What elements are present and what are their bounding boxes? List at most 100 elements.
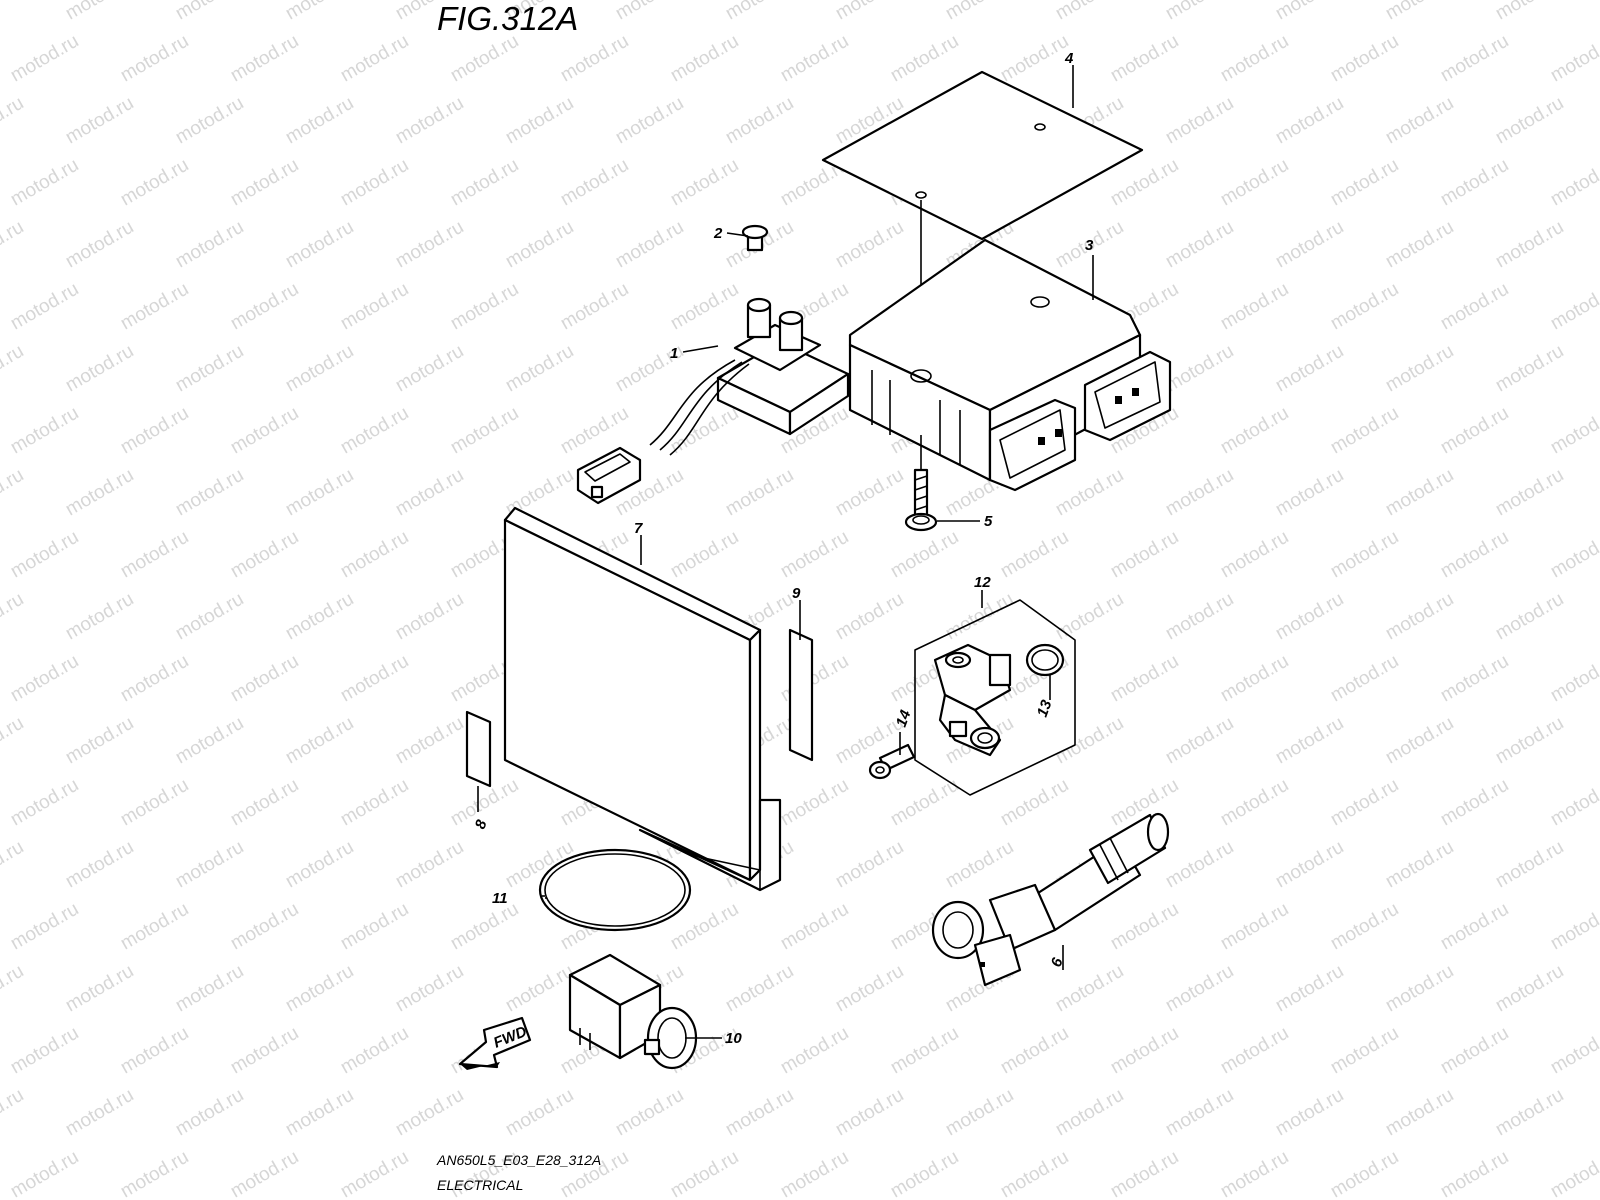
watermark-text: motod.ru <box>282 217 357 273</box>
part-2-screw[interactable] <box>741 224 769 252</box>
watermark-text: motod.ru <box>722 0 797 24</box>
watermark-text: motod.ru <box>1107 1147 1182 1200</box>
watermark-text: motod.ru <box>392 93 467 149</box>
watermark-text: motod.ru <box>667 527 742 583</box>
watermark-text: motod.ru <box>1437 775 1512 831</box>
watermark-text: motod.ru <box>1547 279 1600 335</box>
part-7-ecm[interactable] <box>503 506 782 892</box>
watermark-text: motod.ru <box>62 465 137 521</box>
diagram-section: ELECTRICAL <box>437 1177 523 1193</box>
part-4-cover-plate[interactable] <box>821 70 1144 241</box>
watermark-text: motod.ru <box>117 899 192 955</box>
watermark-text: motod.ru <box>7 1147 82 1200</box>
watermark-text: motod.ru <box>1107 651 1182 707</box>
watermark-text: motod.ru <box>1547 1023 1600 1079</box>
watermark-text: motod.ru <box>667 31 742 87</box>
watermark-text: motod.ru <box>227 279 302 335</box>
part-14-screw[interactable] <box>868 743 916 780</box>
watermark-text: motod.ru <box>0 217 27 273</box>
watermark-text: motod.ru <box>832 1085 907 1141</box>
watermark-text: motod.ru <box>1272 713 1347 769</box>
watermark-text: motod.ru <box>1327 403 1402 459</box>
watermark-text: motod.ru <box>227 1147 302 1200</box>
watermark-text: motod.ru <box>1437 899 1512 955</box>
watermark-text: motod.ru <box>0 465 27 521</box>
watermark-text: motod.ru <box>1437 155 1512 211</box>
callout-1: 1 <box>670 345 678 362</box>
part-1-starter-relay[interactable] <box>576 297 850 505</box>
watermark-text: motod.ru <box>62 0 137 24</box>
watermark-text: motod.ru <box>1217 527 1292 583</box>
part-6-ignition-coil[interactable] <box>931 812 1170 987</box>
watermark-text: motod.ru <box>227 651 302 707</box>
watermark-text: motod.ru <box>1217 155 1292 211</box>
watermark-text: motod.ru <box>1437 1147 1512 1200</box>
watermark-text: motod.ru <box>392 837 467 893</box>
part-3-control-unit[interactable] <box>848 238 1172 492</box>
watermark-text: motod.ru <box>777 775 852 831</box>
watermark-text: motod.ru <box>1052 465 1127 521</box>
watermark-text: motod.ru <box>172 341 247 397</box>
watermark-text: motod.ru <box>0 1085 27 1141</box>
watermark-text: motod.ru <box>62 713 137 769</box>
watermark-text: motod.ru <box>282 465 357 521</box>
watermark-text: motod.ru <box>722 961 797 1017</box>
watermark-text: motod.ru <box>62 341 137 397</box>
part-8-pad[interactable] <box>465 710 492 788</box>
watermark-text: motod.ru <box>447 403 522 459</box>
watermark-text: motod.ru <box>282 589 357 645</box>
callout-12: 12 <box>974 574 991 591</box>
watermark-text: motod.ru <box>1382 961 1457 1017</box>
watermark-text: motod.ru <box>1327 1147 1402 1200</box>
part-5-bolt[interactable] <box>904 468 938 532</box>
watermark-text: motod.ru <box>1492 93 1567 149</box>
watermark-text: motod.ru <box>1382 217 1457 273</box>
watermark-text: motod.ru <box>1492 837 1567 893</box>
watermark-text: motod.ru <box>1327 775 1402 831</box>
watermark-text: motod.ru <box>1272 93 1347 149</box>
watermark-text: motod.ru <box>612 1085 687 1141</box>
watermark-text: motod.ru <box>667 279 742 335</box>
watermark-text: motod.ru <box>1492 713 1567 769</box>
watermark-text: motod.ru <box>612 0 687 24</box>
watermark-text: motod.ru <box>1327 155 1402 211</box>
watermark-text: motod.ru <box>62 1085 137 1141</box>
watermark-text: motod.ru <box>942 837 1017 893</box>
part-9-cushion-strip[interactable] <box>788 628 814 762</box>
watermark-text: motod.ru <box>997 31 1072 87</box>
watermark-text: motod.ru <box>7 31 82 87</box>
callout-3: 3 <box>1085 237 1094 254</box>
part-11-band[interactable] <box>538 848 692 932</box>
watermark-text: motod.ru <box>392 341 467 397</box>
watermark-text: motod.ru <box>337 899 412 955</box>
watermark-text: motod.ru <box>1162 93 1237 149</box>
callout-14: 14 <box>893 707 915 729</box>
watermark-text: motod.ru <box>1492 341 1567 397</box>
watermark-text: motod.ru <box>117 279 192 335</box>
watermark-text: motod.ru <box>172 217 247 273</box>
watermark-text: motod.ru <box>172 0 247 24</box>
watermark-text: motod.ru <box>282 1085 357 1141</box>
watermark-text: motod.ru <box>117 1023 192 1079</box>
watermark-text: motod.ru <box>502 341 577 397</box>
leader-lines <box>477 65 1094 1039</box>
watermark-text: motod.ru <box>227 155 302 211</box>
part-10-coupler[interactable] <box>568 953 698 1070</box>
watermark-text: motod.ru <box>337 31 412 87</box>
watermark-text: motod.ru <box>997 775 1072 831</box>
part-13-o-ring[interactable] <box>1025 643 1065 677</box>
watermark-text: motod.ru <box>1217 775 1292 831</box>
watermark-text: motod.ru <box>1547 155 1600 211</box>
watermark-text: motod.ru <box>117 31 192 87</box>
watermark-text: motod.ru <box>1107 31 1182 87</box>
part-12-sensor[interactable] <box>933 643 1012 757</box>
watermark-text: motod.ru <box>887 527 962 583</box>
watermark-text: motod.ru <box>7 155 82 211</box>
watermark-text: motod.ru <box>1162 465 1237 521</box>
watermark-text: motod.ru <box>1547 775 1600 831</box>
watermark-text: motod.ru <box>0 713 27 769</box>
watermark-text: motod.ru <box>282 341 357 397</box>
watermark-text: motod.ru <box>1327 1023 1402 1079</box>
watermark-text: motod.ru <box>117 155 192 211</box>
figure-title: FIG.312A <box>437 0 578 37</box>
